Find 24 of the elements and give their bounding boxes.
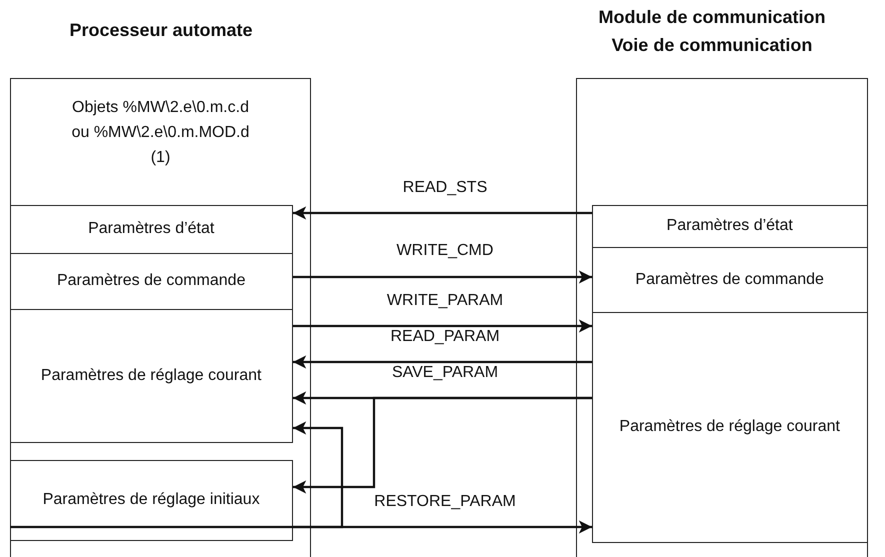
arrow [293, 270, 592, 284]
parameter-box [10, 204, 293, 254]
box-label: Paramètres d’état [666, 216, 793, 236]
arrow [293, 206, 592, 220]
parameter-box [592, 204, 868, 248]
arrow [10, 421, 344, 528]
box-label: Paramètres d’état [88, 219, 214, 240]
edge-label: RESTORE_PARAM [372, 493, 518, 511]
arrow [293, 396, 592, 494]
arrow [293, 319, 592, 333]
box-label: Paramètres de réglage courant [40, 366, 262, 386]
box-label: Paramètres de commande [56, 271, 246, 292]
box-label: Paramètres de réglage initiaux [42, 490, 260, 510]
column-heading: Voie de communication [610, 34, 814, 57]
parameter-box [592, 312, 868, 543]
edge-label: WRITE_CMD [394, 242, 496, 260]
parameter-box [10, 308, 293, 443]
box-label: Paramètres de commande [635, 270, 824, 290]
box-label: Paramètres de réglage courant [619, 417, 840, 438]
object-description: Objets %MW\2.e\0.m.c.d ou %MW\2.e\0.m.MOD.d (1) [70, 98, 250, 168]
column-heading: Module de communication [597, 6, 826, 29]
arrow [293, 355, 592, 369]
parameter-box [10, 460, 293, 541]
column-heading: Processeur automate [68, 19, 254, 42]
